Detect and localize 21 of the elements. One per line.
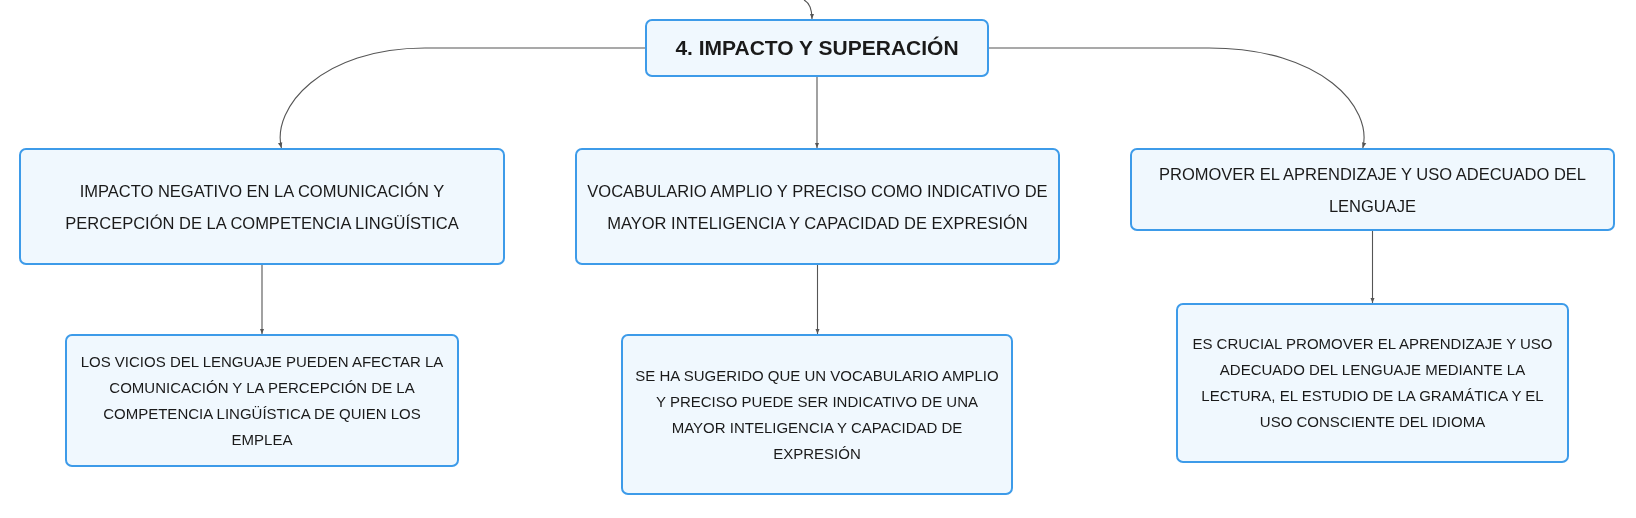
connector-arrow: [1370, 230, 1375, 304]
subtopic-box: [621, 334, 1013, 495]
node-text: IMPACTO NEGATIVO EN LA COMUNICACIÓN Y PERCEPCIÓN DE LA COMPETENCIA LINGÜÍSTICA: [64, 180, 460, 234]
connector-arrow: [988, 47, 1366, 149]
node-text: VOCABULARIO AMPLIO Y PRECISO COMO INDICATIVO DE MAYOR INTELIGENCIA Y CAPACIDAD DE EXPRESIÓN: [587, 180, 1048, 234]
node-text: ES CRUCIAL PROMOVER EL APRENDIZAJE Y USO ADECUADO DEL LENGUAJE MEDIANTE LA LECTURA, EL ESTUDIO DE LA GRAMÁTICA Y EL USO CONSCIENTE DEL IDIOMA: [1191, 334, 1554, 432]
connector-arrow: [815, 264, 820, 335]
node-text: SE HA SUGERIDO QUE UN VOCABULARIO AMPLIO Y PRECISO PUEDE SER INDICATIVO DE UNA MAYOR INTELIGENCIA Y CAPACIDAD DE EXPRESIÓN: [634, 365, 1000, 464]
topic-box: [645, 19, 989, 77]
connector-arrow: [259, 264, 265, 335]
node-text: PROMOVER EL APRENDIZAJE Y USO ADECUADO DEL LENGUAJE: [1158, 163, 1587, 217]
subtopic-box: [1176, 303, 1569, 463]
connector-arrow: [278, 47, 646, 149]
subtopic-box: [1130, 148, 1615, 231]
node-text: LOS VICIOS DEL LENGUAJE PUEDEN AFECTAR LA COMUNICACIÓN Y LA PERCEPCIÓN DE LA COMPETENCIA LINGÜÍSTICA DE QUIEN LOS EMPLEA: [79, 351, 445, 450]
connector-arrow: [803, 0, 815, 20]
connector-arrow: [814, 76, 820, 149]
node-text: 4. IMPACTO Y SUPERACIÓN: [675, 35, 959, 61]
subtopic-box: [575, 148, 1060, 265]
subtopic-box: [19, 148, 505, 265]
subtopic-box: [65, 334, 459, 467]
